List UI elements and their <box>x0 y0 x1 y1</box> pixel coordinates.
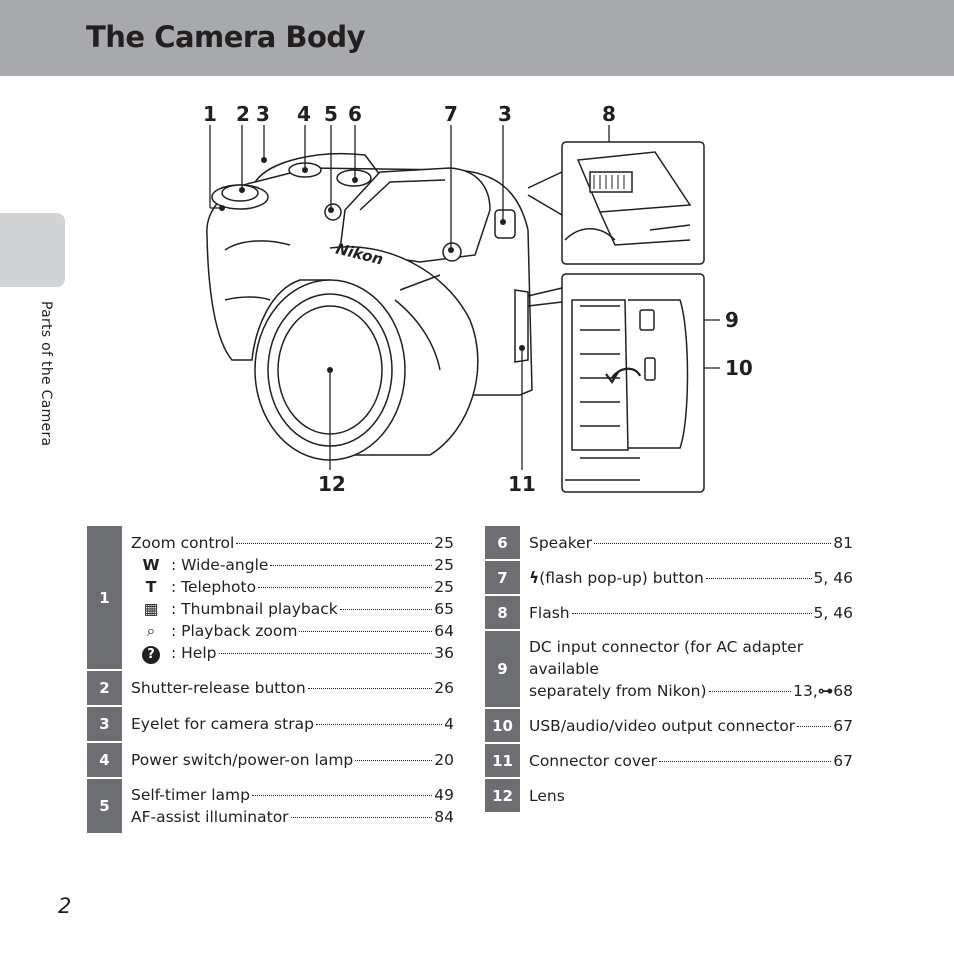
side-tab-label: Parts of the Camera <box>38 301 54 447</box>
row-key: 6 <box>485 526 520 561</box>
help-icon: ? <box>131 642 171 664</box>
row-key: 1 <box>87 526 122 671</box>
callout-3: 3 <box>256 102 270 126</box>
side-tab <box>0 213 65 287</box>
callout-11: 11 <box>508 472 536 496</box>
callout-7: 7 <box>444 102 458 126</box>
wide-angle-icon: W <box>142 556 160 574</box>
callout-6: 6 <box>348 102 362 126</box>
row-key: 8 <box>485 595 520 631</box>
callout-3b: 3 <box>498 102 512 126</box>
callout-10: 10 <box>725 356 753 380</box>
callout-4: 4 <box>297 102 311 126</box>
callout-5: 5 <box>324 102 338 126</box>
row-key: 10 <box>485 708 520 744</box>
row-key: 11 <box>485 743 520 779</box>
thumbnail-icon: ▦ <box>143 600 159 618</box>
row-key: 2 <box>87 670 122 707</box>
row-key: 12 <box>485 778 520 814</box>
page-title: The Camera Body <box>86 20 366 54</box>
header-band <box>0 0 954 76</box>
callout-1: 1 <box>203 102 217 126</box>
flash-icon: ϟ <box>529 568 540 587</box>
callout-8: 8 <box>602 102 616 126</box>
row-key: 4 <box>87 742 122 779</box>
page-number: 2 <box>58 894 72 918</box>
row-key: 9 <box>485 630 520 709</box>
callout-12: 12 <box>318 472 346 496</box>
callout-2: 2 <box>236 102 250 126</box>
row-key: 3 <box>87 706 122 743</box>
table-row: 9 DC input connector (for AC adapter ava… <box>485 630 853 709</box>
row-key: 7 <box>485 560 520 596</box>
reference-icon: ⊶ <box>817 682 834 700</box>
telephoto-icon: T <box>145 578 157 596</box>
callout-9: 9 <box>725 308 739 332</box>
table-row: 12 Lens <box>485 778 853 814</box>
row-key: 5 <box>87 778 122 835</box>
magnifier-icon: ⌕ <box>146 622 156 640</box>
